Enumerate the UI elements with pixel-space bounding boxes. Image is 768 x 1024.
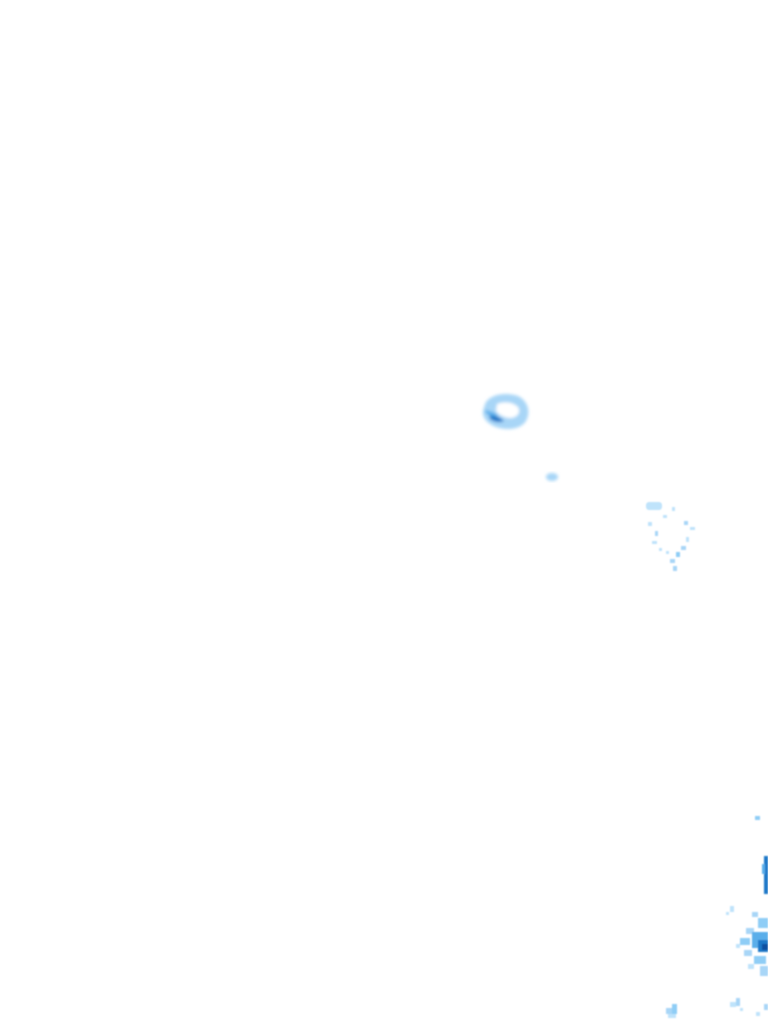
echo-cell-southeast-cluster[interactable] (726, 906, 768, 976)
echo-cell-edge-line[interactable] (755, 816, 768, 894)
echo-cell-bottom-fragments[interactable] (666, 998, 768, 1018)
echo-cell-small-spot[interactable] (546, 473, 558, 481)
echo-cell-scattered-north[interactable] (646, 502, 695, 571)
echo-cell-west-ring[interactable] (482, 394, 529, 429)
